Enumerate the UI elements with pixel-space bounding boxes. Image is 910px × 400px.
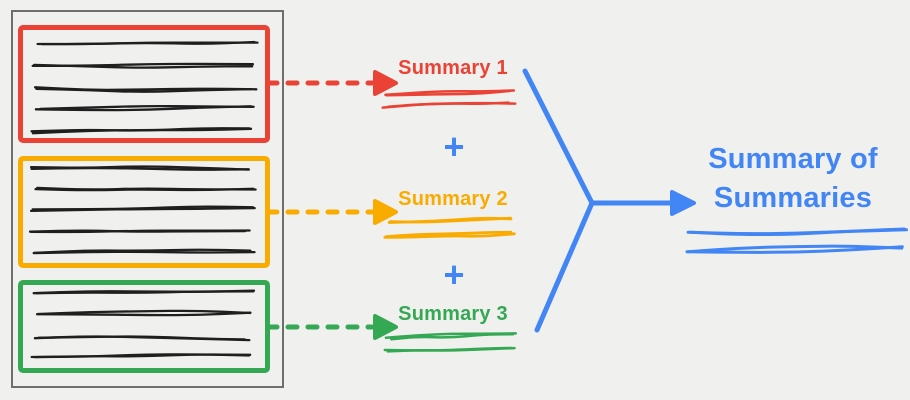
output-scribble [686, 228, 908, 236]
summary-1-scribble [385, 89, 512, 97]
document-text-line [31, 62, 255, 68]
chunk2-to-summary2-arrow-head [373, 199, 398, 225]
output-title: Summary of Summaries [678, 140, 908, 218]
output-scribble [686, 244, 904, 254]
summary-3-label: Summary 3 [398, 303, 508, 325]
document-text-line [36, 309, 252, 316]
summary-3-scribble [384, 332, 518, 340]
summary-2-scribble [388, 216, 512, 224]
plus-operator-1: + [443, 126, 465, 167]
document-container [11, 10, 284, 388]
document-text-line [29, 206, 256, 213]
output-title-line-2: Summaries [713, 182, 873, 214]
document-text-line [32, 250, 256, 255]
summary-1-scribble [386, 101, 517, 108]
output-title-line-1: Summary of [708, 143, 878, 175]
document-text-line [28, 229, 247, 233]
document-text-line [36, 41, 259, 46]
document-text-line [33, 86, 258, 91]
document-text-line [31, 127, 253, 135]
plus-operator-2: + [443, 254, 465, 295]
document-text-line [36, 186, 257, 191]
merge-line-bottom [534, 200, 595, 333]
merge-arrow-head [670, 190, 696, 216]
summary-3-scribble [389, 332, 515, 341]
chunk1-to-summary1-arrow-head [373, 70, 398, 96]
chunk3-to-summary3-arrow-head [373, 314, 398, 340]
document-text-line [37, 335, 246, 341]
summary-2-scribble [383, 232, 516, 239]
document-text-line [29, 165, 250, 171]
document-text-line [32, 289, 256, 295]
document-text-line [30, 353, 251, 359]
merge-line-top [522, 68, 675, 206]
document-text-line [30, 166, 250, 171]
summary-3-scribble [383, 346, 513, 352]
summary-1-label: Summary 1 [398, 57, 508, 79]
summary-2-label: Summary 2 [398, 188, 508, 210]
document-text-line [34, 105, 253, 112]
